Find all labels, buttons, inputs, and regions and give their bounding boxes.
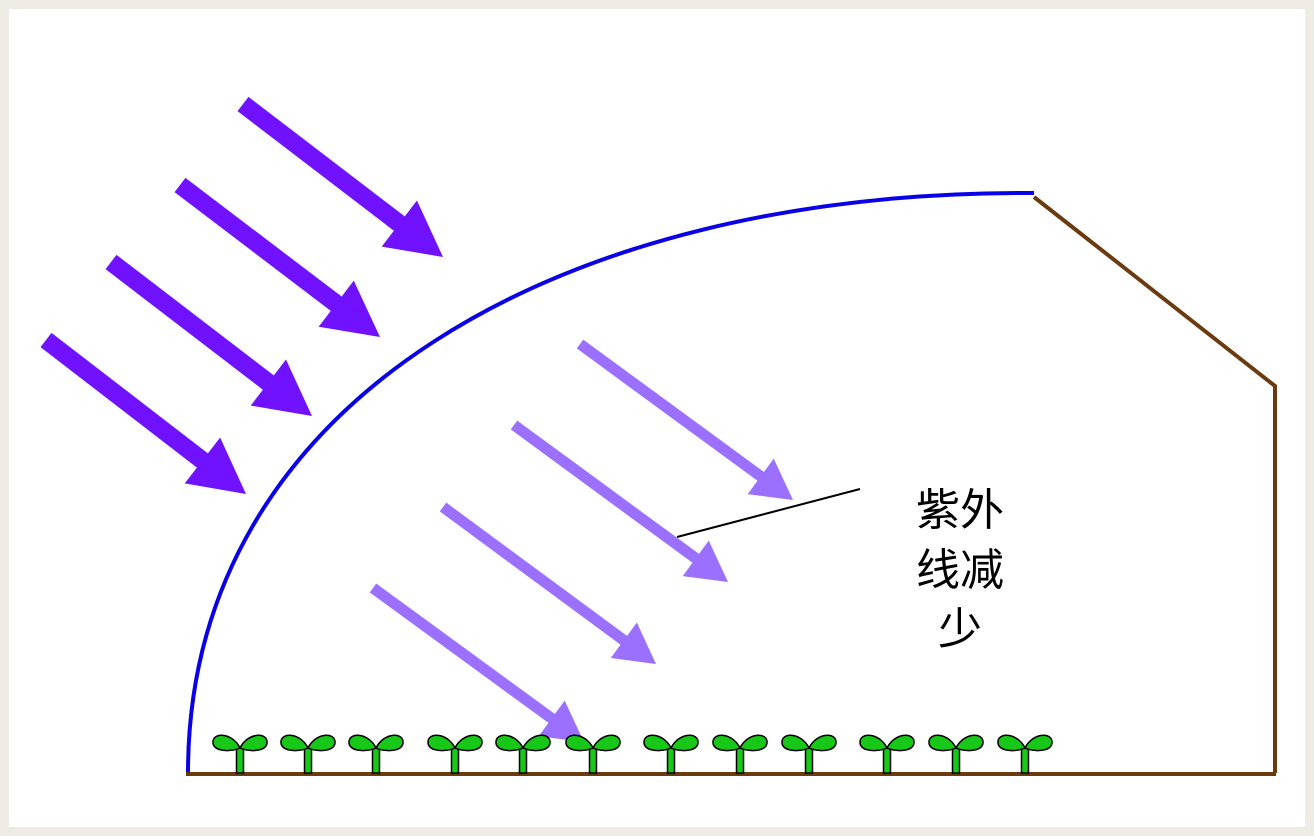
seedling-icon: [712, 734, 768, 774]
incoming-uv-arrows: [40, 96, 443, 494]
greenhouse-back-wall: [1032, 195, 1277, 773]
seedling-icon: [427, 734, 483, 774]
seedling-icon: [212, 734, 268, 774]
reduced-uv-ray-arrow-icon: [576, 339, 793, 500]
uv-ray-arrow-icon: [174, 177, 380, 337]
seedling-icon: [348, 734, 404, 774]
reduced-uv-ray-arrow-icon: [510, 420, 728, 582]
label-line-3: 少: [938, 604, 982, 655]
slide-panel: [9, 9, 1305, 827]
label-uv-reduced: 紫外 线减 少: [916, 485, 1018, 655]
seedling-icon: [997, 734, 1053, 774]
uv-ray-arrow-icon: [105, 254, 312, 416]
greenhouse-roof-film: [186, 190, 1035, 774]
reduced-uv-ray-arrow-icon: [439, 502, 656, 664]
seedling-icon: [781, 734, 837, 774]
label-line-2: 线减: [916, 545, 1004, 596]
uv-ray-arrow-icon: [40, 332, 247, 494]
seedling-icon: [280, 734, 336, 774]
seedling-icon: [859, 734, 915, 774]
seedling-icon: [928, 734, 984, 774]
seedling-icon: [495, 734, 551, 774]
greenhouse-structure: [186, 190, 1277, 776]
reduced-uv-ray-arrow-icon: [369, 583, 584, 742]
label-line-1: 紫外: [916, 485, 1004, 536]
uv-ray-arrow-icon: [237, 96, 443, 257]
seedling-icon: [565, 734, 621, 774]
seedling-icon: [643, 734, 699, 774]
reduced-uv-arrows: [369, 339, 793, 742]
seedling-row: [212, 734, 1053, 774]
callout-line: [676, 488, 861, 538]
